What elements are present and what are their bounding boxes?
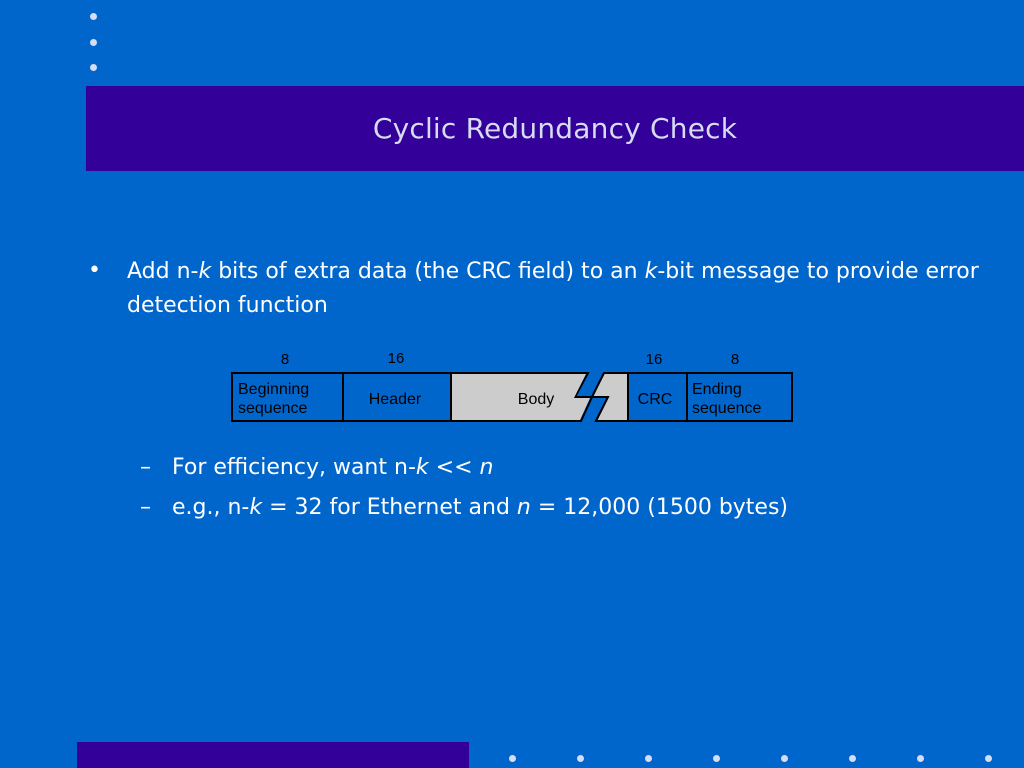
size-label-beginning: 8 <box>281 351 289 368</box>
bullet-variable-k: k <box>644 259 658 284</box>
body-field <box>451 374 590 420</box>
bullet-marker: • <box>88 258 101 283</box>
size-label-header: 16 <box>388 350 405 367</box>
sub-bullet-text-part: For efficiency, want n- <box>172 455 416 480</box>
decorative-dot <box>849 755 856 762</box>
field-crc: CRC <box>638 391 673 408</box>
field-ending-line1: Ending <box>692 381 742 398</box>
decorative-dot <box>781 755 788 762</box>
sub-bullet-marker: – <box>140 495 151 520</box>
decorative-dot <box>645 755 652 762</box>
field-body: Body <box>518 391 554 408</box>
sub-bullet-marker: – <box>140 455 151 480</box>
bullet-text-part: bits of extra data (the CRC field) to an <box>211 259 645 284</box>
decorative-dot <box>917 755 924 762</box>
slide-title: Cyclic Redundancy Check <box>372 112 738 145</box>
sub-bullet-ethernet-example: e.g., n-k = 32 for Ethernet and n = 12,0… <box>172 495 788 520</box>
decorative-dot <box>713 755 720 762</box>
bullet-text-part: -bit message to provide error detection … <box>127 259 979 318</box>
break-gap <box>590 372 629 422</box>
sub-bullet-text-part: e.g., n- <box>172 495 250 520</box>
decorative-dot <box>985 755 992 762</box>
bottom-band <box>77 742 469 768</box>
decorative-dot <box>509 755 516 762</box>
sub-bullet-efficiency: For efficiency, want n-k << n <box>172 455 493 480</box>
field-header: Header <box>369 391 422 408</box>
sub-bullet-text-part: = 32 for Ethernet and <box>262 495 517 520</box>
decorative-dot <box>577 755 584 762</box>
sub-bullet-text-part: = 12,000 (1500 bytes) <box>530 495 789 520</box>
sub-bullet-variable-n: n <box>479 455 494 480</box>
sub-bullet-text-part: << <box>428 455 480 480</box>
sub-bullet-variable-k: k <box>249 495 263 520</box>
decorative-dot <box>90 13 97 20</box>
sub-bullet-variable-k: k <box>415 455 429 480</box>
field-beginning-line1: Beginning <box>238 381 309 398</box>
main-bullet-text: Add n-k bits of extra data (the CRC fiel… <box>127 255 987 323</box>
field-ending-line2: sequence <box>692 400 761 417</box>
size-label-crc: 16 <box>646 351 663 368</box>
decorative-dot <box>90 39 97 46</box>
bullet-text-part: Add n- <box>127 259 199 284</box>
sub-bullet-variable-n: n <box>516 495 531 520</box>
field-beginning-line2: sequence <box>238 400 307 417</box>
title-band: Cyclic Redundancy Check <box>86 86 1024 171</box>
decorative-dot <box>90 64 97 71</box>
size-label-ending: 8 <box>731 351 739 368</box>
bullet-variable-k: k <box>198 259 212 284</box>
